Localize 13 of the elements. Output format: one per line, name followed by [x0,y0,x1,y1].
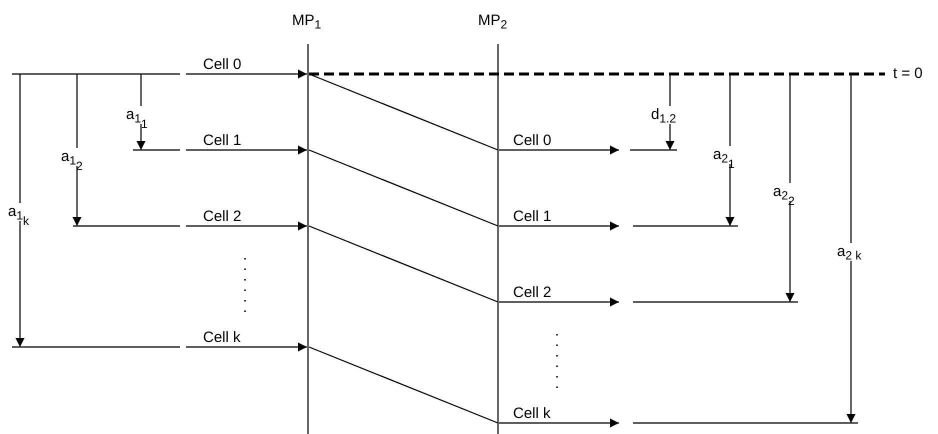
interval-label: a$_{2 k}$ [836,243,862,261]
cell-label: Cell 1 [512,208,552,226]
cell-label: Cell k [202,329,242,347]
cell-label: Cell 2 [202,208,242,226]
cell-label: Cell 2 [512,284,552,302]
axis-label: MP$_{1}$ [291,12,322,30]
time-label: t = 0 [892,65,924,83]
cell-label: Cell 0 [512,132,552,150]
interval-label: d$_{1.2}$ [650,106,678,124]
axis-label: MP$_{2}$ [477,12,508,30]
cell-label: Cell 1 [202,132,242,150]
cell-label: Cell k [512,405,552,423]
cell-label: Cell 0 [202,56,242,74]
